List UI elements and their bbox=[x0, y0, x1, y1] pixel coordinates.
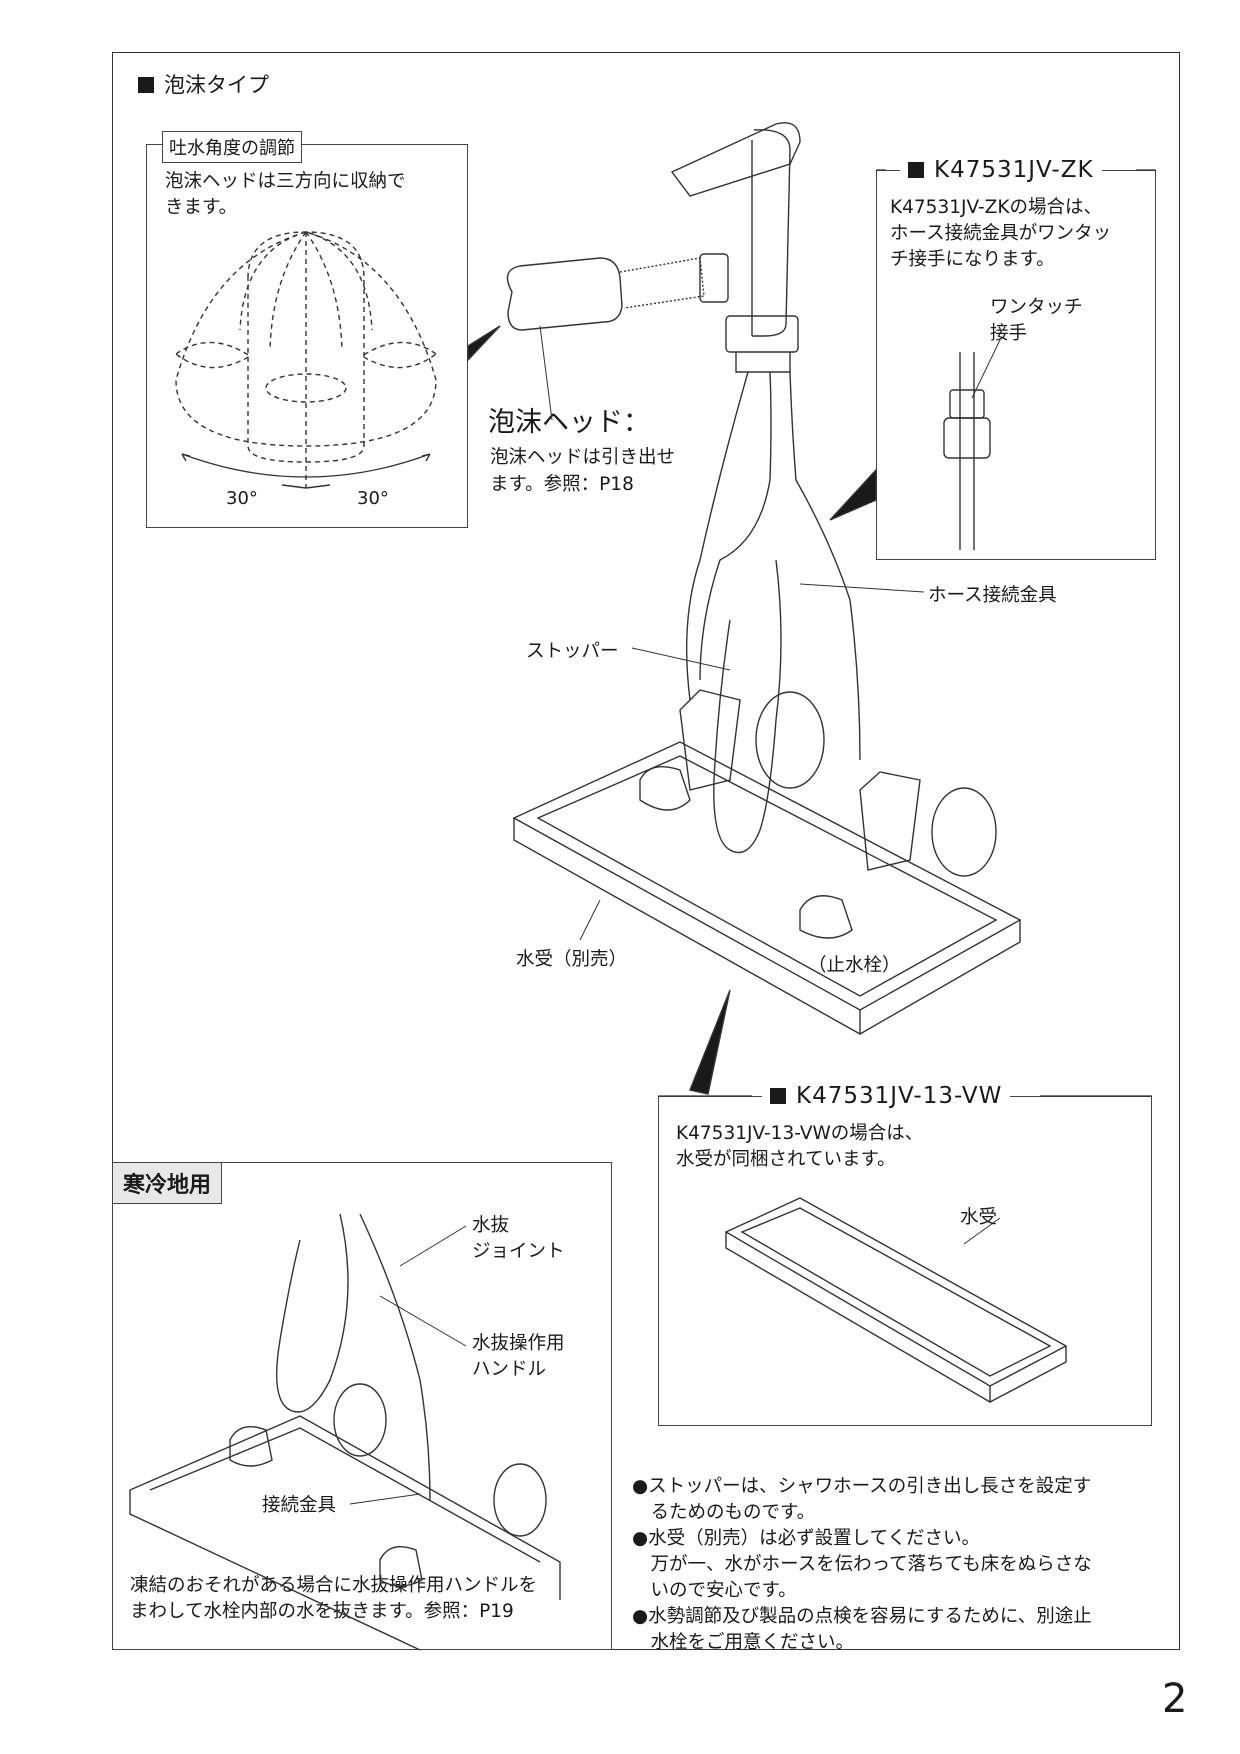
cold-region-tag: 寒冷地用 bbox=[112, 1162, 223, 1204]
square-bullet-icon bbox=[770, 1088, 786, 1104]
one-touch-label-line2: 接手 bbox=[990, 323, 1028, 344]
drain-handle-label2: ハンドル bbox=[472, 1359, 547, 1380]
note-1-line1: ●ストッパーは、シャワホースの引き出し長さを設定す bbox=[632, 1476, 1092, 1497]
drain-joint-label2: ジョイント bbox=[472, 1241, 565, 1262]
vw-text-line2: 水受が同梱されています。 bbox=[676, 1149, 896, 1170]
one-touch-fitting-illustration bbox=[943, 339, 1001, 550]
zk-text-line3: チ接手になります。 bbox=[890, 249, 1055, 270]
angle-text-line2: きます。 bbox=[165, 197, 238, 218]
faucet-illustration bbox=[506, 122, 861, 854]
angle-diagram bbox=[175, 231, 437, 488]
page-number: 2 bbox=[1162, 1676, 1188, 1722]
cold-region-box bbox=[112, 1162, 612, 1650]
vw-box-label-text: K47531JV-13-VW bbox=[796, 1083, 1003, 1109]
stopper-callout: ストッパー bbox=[526, 641, 619, 662]
stop-valve-callout: （止水栓） bbox=[808, 955, 901, 976]
cold-note-line1: 凍結のおそれがある場合に水抜操作用ハンドルを bbox=[130, 1575, 538, 1596]
note-1-line2: るためのものです。 bbox=[632, 1502, 816, 1523]
square-bullet-icon bbox=[908, 162, 924, 178]
hose-fitting-callout: ホース接続金具 bbox=[928, 585, 1057, 606]
water-tray-illustration bbox=[512, 741, 1022, 1036]
cold-note-line2: まわして水栓内部の水を抜きます。参照：P19 bbox=[130, 1601, 514, 1622]
drain-joint-label1: 水抜 bbox=[472, 1215, 510, 1236]
foam-head-title: 泡沫ヘッド： bbox=[488, 407, 650, 438]
section-title-text: 泡沫タイプ bbox=[164, 73, 269, 97]
drain-handle-label1: 水抜操作用 bbox=[472, 1333, 565, 1354]
fitting-label: 接続金具 bbox=[262, 1495, 337, 1516]
angle-text-line1: 泡沫ヘッドは三方向に収納で bbox=[165, 171, 406, 192]
note-2-line1: ●水受（別売）は必ず設置してください。 bbox=[632, 1528, 981, 1549]
cold-region-illustration bbox=[129, 1213, 561, 1651]
foam-head-text1: 泡沫ヘッドは引き出せ bbox=[490, 447, 676, 468]
foam-head-text2: ます。参照：P18 bbox=[490, 474, 634, 495]
note-3-line2: 水栓をご用意ください。 bbox=[632, 1632, 855, 1653]
angle-adjust-label: 吐水角度の調節 bbox=[162, 131, 302, 163]
section-title: 泡沫タイプ bbox=[138, 72, 269, 98]
one-touch-label-line1: ワンタッチ bbox=[990, 297, 1083, 318]
vw-tray-label: 水受 bbox=[960, 1207, 998, 1228]
zk-text-line1: K47531JV-ZKの場合は、 bbox=[890, 197, 1102, 218]
zk-box-label: K47531JV-ZK bbox=[900, 156, 1102, 185]
stop-valve-illustration bbox=[639, 689, 997, 939]
vw-text-line1: K47531JV-13-VWの場合は、 bbox=[676, 1123, 924, 1144]
vw-box-label: K47531JV-13-VW bbox=[762, 1082, 1011, 1111]
angle-adjust-box bbox=[146, 144, 468, 528]
zk-text-line2: ホース接続金具がワンタッ bbox=[890, 223, 1112, 244]
page-frame bbox=[112, 52, 1180, 1650]
angle-left-label: 30° bbox=[226, 488, 258, 509]
note-2-line2: 万が一、水がホースを伝わって落ちても床をぬらさな bbox=[632, 1554, 1092, 1575]
vw-tray-illustration bbox=[724, 1197, 1068, 1404]
zk-box-label-text: K47531JV-ZK bbox=[934, 157, 1094, 183]
note-2-line3: いので安心です。 bbox=[632, 1580, 797, 1601]
note-3-line1: ●水勢調節及び製品の点検を容易にするために、別途止 bbox=[632, 1606, 1092, 1627]
water-tray-callout: 水受（別売） bbox=[516, 949, 628, 970]
angle-right-label: 30° bbox=[357, 488, 389, 509]
square-bullet-icon bbox=[138, 77, 154, 93]
